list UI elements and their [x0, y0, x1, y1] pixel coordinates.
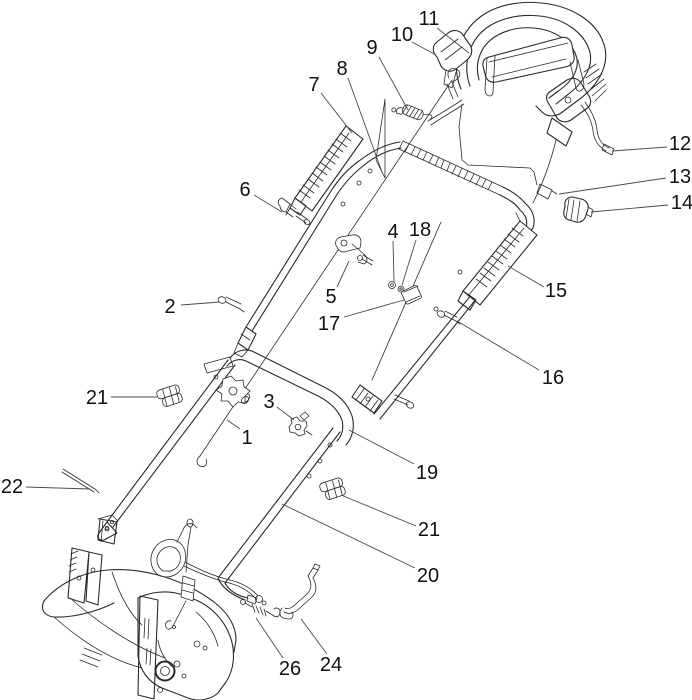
cable-12 [580, 101, 615, 156]
callout-leader-7 [320, 92, 353, 134]
handle-rail-7 [285, 125, 364, 216]
callout-label-9: 9 [366, 37, 377, 59]
callout-leader-20 [281, 503, 416, 569]
callout-label-7: 7 [308, 74, 319, 96]
callout-label-16: 16 [542, 367, 564, 389]
bail-rod-1 [196, 68, 461, 467]
idler-arm-24 [279, 563, 321, 620]
callout-leader-13 [558, 177, 667, 195]
callout-leader-3 [276, 406, 295, 421]
clip-6 [277, 197, 311, 226]
callout-leader-24 [300, 618, 328, 655]
callout-label-17: 17 [318, 313, 340, 335]
callout-label-24: 24 [320, 654, 342, 676]
handle-rail-15 [457, 212, 538, 311]
callout-label-19: 19 [416, 462, 438, 484]
callout-leader-16 [456, 320, 540, 371]
callout-leader-21 [340, 494, 417, 527]
callout-leader-14 [590, 204, 669, 213]
callout-leader-17 [343, 299, 405, 318]
cable-lever-5 [335, 234, 374, 266]
callout-layer: 11 10 987 6 12 13 14 4 18 15 2 5 17 16 21 31 19 22 21 20 26 2… [1, 8, 692, 680]
callout-leader-15 [507, 265, 545, 288]
callout-leader-12 [611, 146, 668, 152]
callout-label-10: 10 [391, 24, 413, 46]
clamp-3 [288, 411, 313, 437]
callout-label-2: 2 [164, 296, 175, 318]
screw-2 [217, 296, 245, 313]
callout-label-6: 6 [239, 179, 250, 201]
callout-label-3: 3 [263, 391, 274, 413]
callout-label-22: 22 [1, 476, 23, 498]
spring-clip-26 [240, 599, 281, 618]
callout-leader-5 [336, 260, 350, 288]
connector-14 [563, 196, 594, 223]
callout-label-18: 18 [409, 219, 431, 241]
callout-label-8: 8 [336, 58, 347, 80]
drive-body [41, 514, 237, 700]
callout-leader-19 [348, 429, 415, 465]
clamp-21-left [156, 384, 183, 407]
callout-label-4: 4 [387, 221, 398, 243]
trunnion-rod-17 [371, 221, 442, 381]
pointer-triangle-8 [375, 98, 386, 179]
bail-linkage [150, 518, 267, 630]
screw-16 [436, 310, 461, 325]
callout-leader-8 [347, 77, 383, 173]
upper-handle-housing [432, 1, 607, 204]
callout-leader-4 [392, 240, 395, 283]
callout-label-26: 26 [279, 658, 301, 680]
callout-label-21: 21 [86, 387, 108, 409]
callout-label-13: 13 [669, 166, 691, 188]
callout-label-11: 11 [419, 8, 440, 30]
callout-leader-18 [401, 239, 417, 286]
callout-leader-2 [180, 301, 221, 306]
callout-leader-10 [411, 41, 437, 56]
clamp-21-right [319, 477, 346, 500]
callout-leader-22 [25, 486, 91, 490]
callout-leader-6 [253, 194, 283, 213]
star-knob [215, 375, 251, 408]
callout-label-14: 14 [671, 192, 692, 214]
callout-leader-1 [226, 419, 241, 430]
callout-leader-26 [255, 617, 284, 659]
callout-leader-9 [378, 56, 409, 111]
callout-label-1: 1 [241, 427, 252, 449]
callout-leader-11 [436, 27, 470, 54]
callout-label-12: 12 [669, 133, 691, 155]
callout-label-21: 21 [418, 519, 440, 541]
callout-label-15: 15 [545, 280, 567, 302]
callout-label-20: 20 [417, 565, 439, 587]
callout-label-5: 5 [325, 286, 336, 308]
brace-rod-22 [61, 468, 100, 494]
cable-13 [427, 99, 558, 200]
spring-9 [391, 104, 433, 121]
